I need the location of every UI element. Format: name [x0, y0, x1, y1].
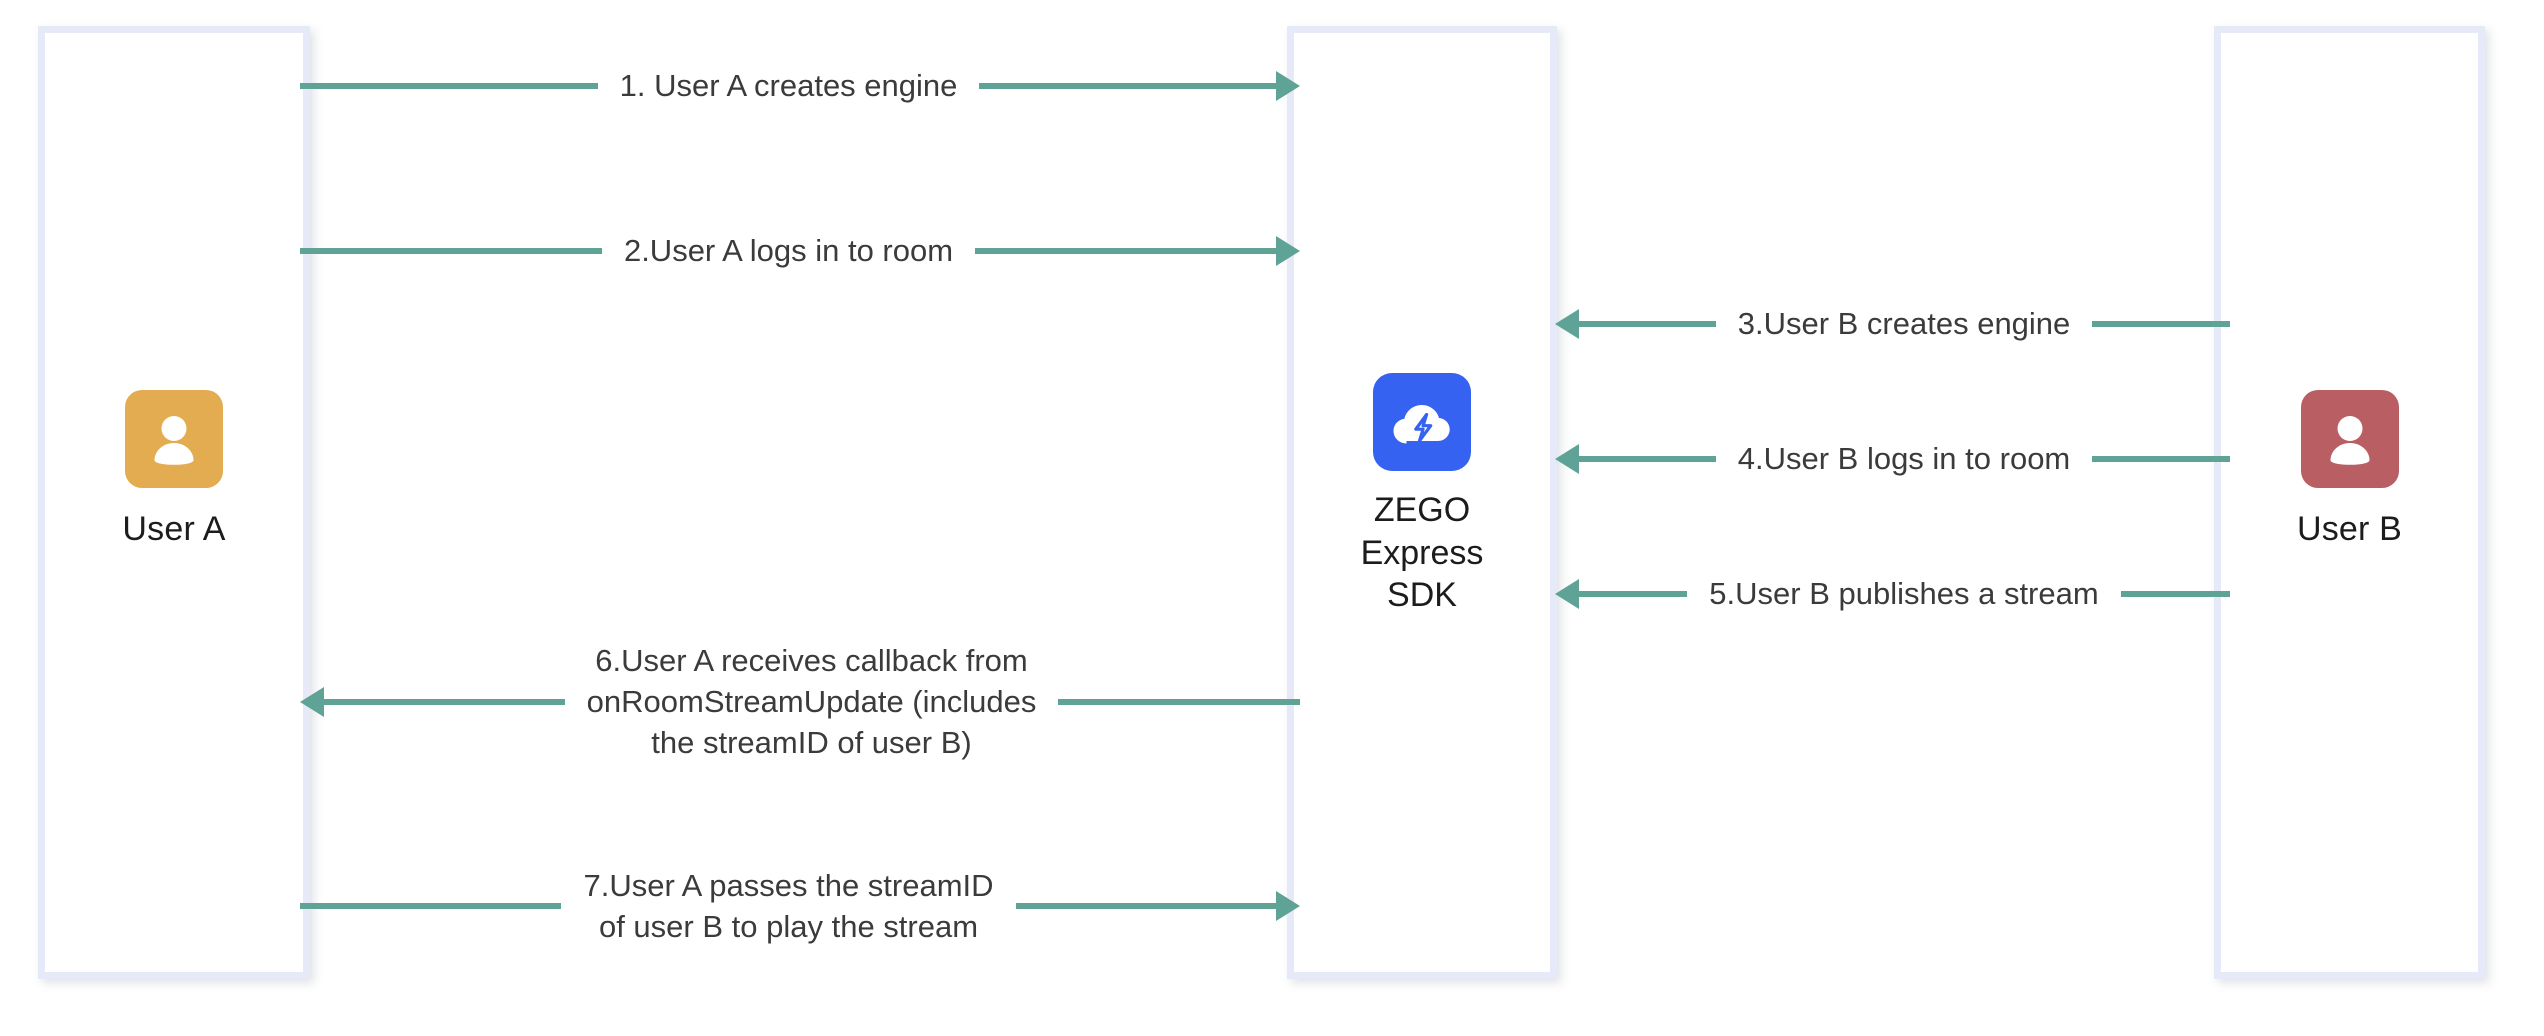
message-1-user-a-creates-engine: 1. User A creates engine: [300, 65, 1301, 106]
zego-sdk-label: ZEGO Express SDK: [1360, 491, 1484, 614]
arrowhead-left-icon: [1555, 308, 1579, 339]
connector-line: [300, 247, 602, 254]
message-3-label: 3.User B creates engine: [1737, 306, 2071, 341]
actor-user-a: User A: [38, 390, 310, 549]
user-b-avatar: [2300, 390, 2399, 488]
connector-line: [2092, 455, 2230, 462]
message-6-on-room-stream-update-callback: 6.User A receives callback from onRoomSt…: [300, 640, 1301, 764]
connector-line: [2092, 320, 2231, 327]
connector-line: [1578, 320, 1716, 327]
connector-line: [300, 903, 562, 910]
message-7-play-stream-with-streamid: 7.User A passes the streamID of user B t…: [300, 865, 1301, 947]
connector-line: [1578, 455, 1716, 462]
connector-line: [1015, 903, 1278, 910]
connector-line: [975, 247, 1278, 254]
message-5-label: 5.User B publishes a stream: [1709, 576, 2099, 611]
connector-line: [323, 698, 565, 705]
message-4-label: 4.User B logs in to room: [1737, 441, 2071, 476]
connector-line: [1058, 698, 1301, 705]
connector-line: [979, 82, 1278, 89]
zego-cloud-lightning-icon: [1373, 373, 1471, 471]
arrowhead-right-icon: [1276, 891, 1301, 922]
user-b-label: User B: [2296, 510, 2403, 548]
actor-user-b: User B: [2214, 390, 2485, 549]
message-3-user-b-creates-engine: 3.User B creates engine: [1555, 303, 2231, 344]
actor-zego-sdk: ZEGO Express SDK: [1287, 373, 1557, 617]
lifeline-zego-sdk: [1287, 26, 1557, 979]
connector-line: [300, 82, 598, 89]
connector-line: [1578, 590, 1688, 597]
message-6-label: 6.User A receives callback from onRoomSt…: [586, 643, 1037, 761]
message-4-user-b-logs-in-to-room: 4.User B logs in to room: [1555, 438, 2230, 479]
message-2-label: 2.User A logs in to room: [623, 233, 954, 268]
arrowhead-left-icon: [1555, 443, 1579, 474]
lifeline-user-a: [38, 26, 310, 979]
connector-line: [2120, 590, 2230, 597]
message-5-user-b-publishes-a-stream: 5.User B publishes a stream: [1555, 573, 2230, 614]
arrowhead-right-icon: [1276, 70, 1301, 101]
user-a-avatar: [125, 390, 223, 488]
lifeline-user-b: [2214, 26, 2485, 979]
message-1-label: 1. User A creates engine: [619, 68, 958, 103]
user-a-label: User A: [122, 510, 226, 548]
message-2-user-a-logs-in-to-room: 2.User A logs in to room: [300, 230, 1301, 271]
arrowhead-right-icon: [1276, 235, 1301, 266]
message-7-label: 7.User A passes the streamID of user B t…: [583, 868, 994, 945]
arrowhead-left-icon: [300, 686, 324, 717]
arrowhead-left-icon: [1555, 578, 1579, 609]
